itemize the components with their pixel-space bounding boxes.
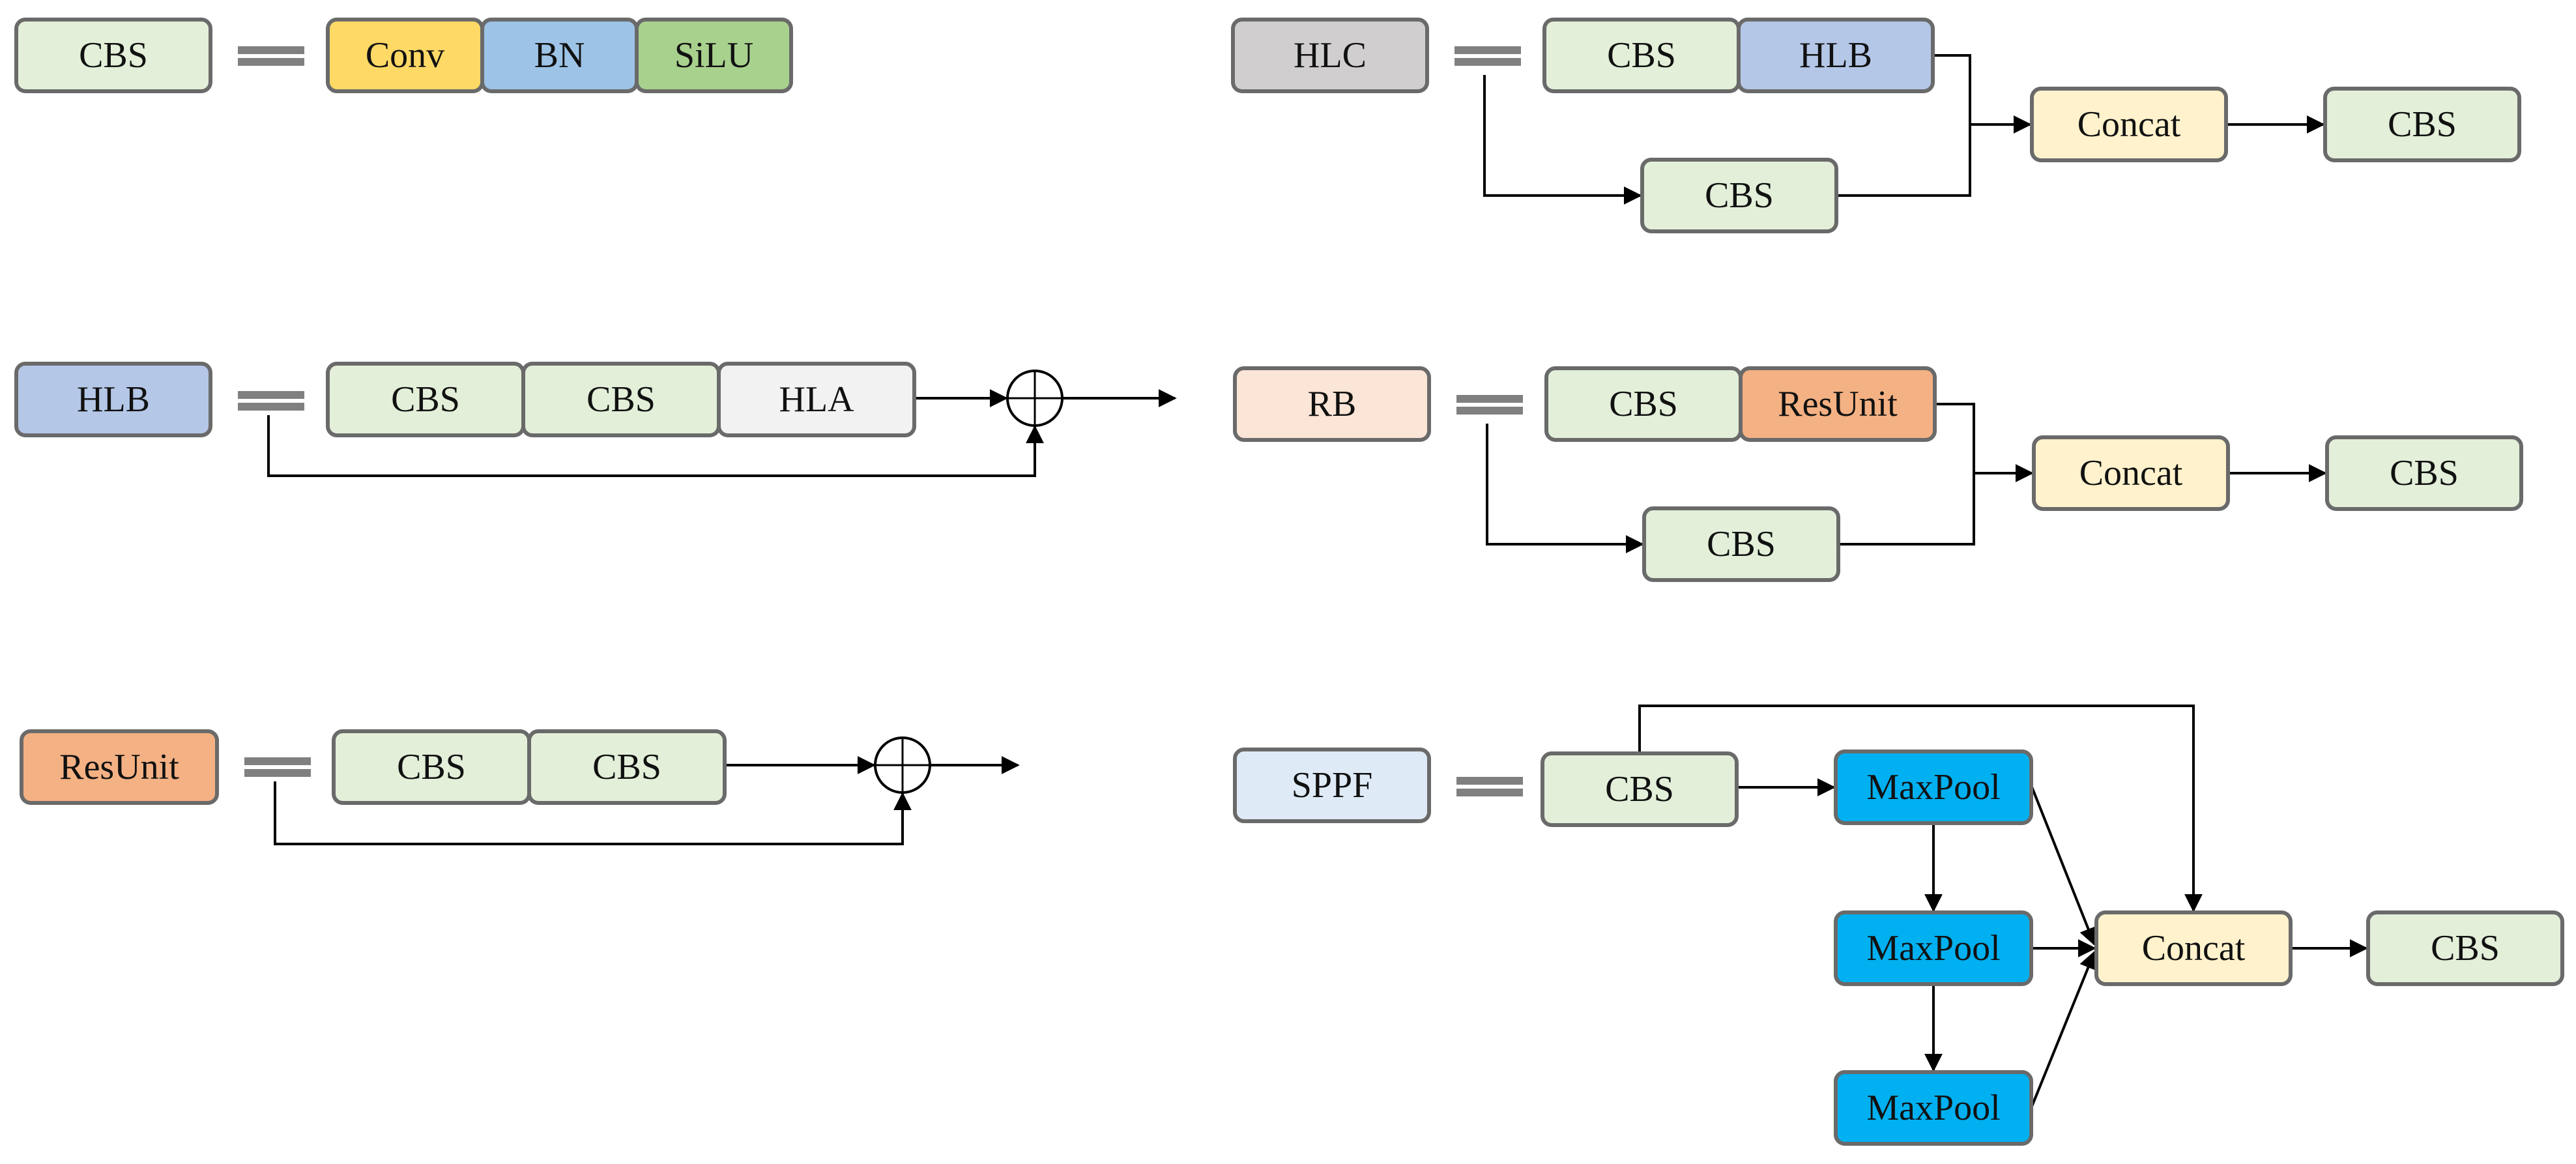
sppf-output-cbs-block-label: CBS <box>2431 928 2500 968</box>
hlb-definition-label: HLB <box>14 362 212 437</box>
hlc-output-cbs-block-label: CBS <box>2388 104 2457 145</box>
resunit-definition-label: ResUnit <box>20 729 219 805</box>
equals-sign-hlb <box>238 391 304 411</box>
hlb-hla-block-3-label: HLA <box>779 379 854 420</box>
rb-definition-label: RB <box>1233 366 1431 442</box>
rb-arrow-to-branch <box>1486 424 1644 553</box>
hlc-branch-cbs-block-label: CBS <box>1705 175 1774 216</box>
hlc-hlb-block: HLB <box>1737 18 1935 93</box>
connection-wires <box>267 54 2368 1109</box>
hlb-cbs-block-1-label: CBS <box>391 379 460 420</box>
hlb-cbs-block-2-label: CBS <box>586 379 656 420</box>
equals-sign-sppf <box>1456 777 1523 796</box>
resunit-definition-label-label: ResUnit <box>59 747 179 787</box>
resunit-cbs-block-2-label: CBS <box>592 747 661 787</box>
equals-sign-rb <box>1456 395 1523 415</box>
bn-block-label: BN <box>534 35 585 76</box>
silu-block: SiLU <box>635 18 793 93</box>
hlb-add-node <box>1006 370 1064 427</box>
rb-definition-label-label: RB <box>1308 384 1357 424</box>
conv-block: Conv <box>326 18 484 93</box>
rb-branch-cbs-block-label: CBS <box>1707 524 1776 564</box>
sppf-maxpool-block-1: MaxPool <box>1834 749 2033 825</box>
resunit-cbs-block-2: CBS <box>527 729 727 805</box>
hlb-cbs-block-2: CBS <box>521 362 721 437</box>
equals-sign-hlc <box>1454 46 1521 66</box>
cbs-definition-label-label: CBS <box>79 35 148 76</box>
sppf-arrow-maxpool-1-to-concat <box>2030 785 2097 946</box>
sppf-skip-arrow-to-concat <box>1638 705 2203 912</box>
hlc-definition-label-label: HLC <box>1294 35 1367 76</box>
sppf-maxpool-block-3: MaxPool <box>1834 1070 2033 1146</box>
rb-resunit-block-label: ResUnit <box>1778 384 1898 424</box>
sppf-input-cbs-block: CBS <box>1541 751 1739 827</box>
hlc-arrow-to-branch <box>1483 75 1642 205</box>
silu-block-label: SiLU <box>674 35 753 76</box>
hlb-definition-label-label: HLB <box>77 379 150 420</box>
sppf-input-cbs-block-label: CBS <box>1605 769 1674 809</box>
rb-concat-block-label: Concat <box>2079 453 2183 493</box>
rb-concat-block: Concat <box>2032 435 2230 511</box>
hlc-cbs-block: CBS <box>1542 18 1741 93</box>
sppf-concat-block-label: Concat <box>2142 928 2246 968</box>
conv-block-label: Conv <box>366 35 444 76</box>
resunit-add-node <box>874 736 931 794</box>
equals-sign-resunit <box>244 757 311 777</box>
sppf-output-cbs-block: CBS <box>2366 910 2564 986</box>
cbs-definition-label: CBS <box>14 18 212 93</box>
sppf-maxpool-block-1-label: MaxPool <box>1866 767 2000 808</box>
rb-output-cbs-block-label: CBS <box>2390 453 2459 493</box>
sppf-definition-label: SPPF <box>1233 748 1431 823</box>
hlb-cbs-block-1: CBS <box>326 362 525 437</box>
hlb-hla-block-3: HLA <box>717 362 916 437</box>
sppf-concat-block: Concat <box>2094 910 2293 986</box>
bn-block: BN <box>480 18 639 93</box>
hlc-concat-block: Concat <box>2030 87 2228 162</box>
resunit-cbs-block-1: CBS <box>332 729 531 805</box>
sppf-arrow-maxpool-3-to-concat <box>2030 950 2097 1109</box>
rb-branch-cbs-block: CBS <box>1642 506 1840 582</box>
resunit-cbs-block-1-label: CBS <box>397 747 466 787</box>
hlc-branch-cbs-block: CBS <box>1640 158 1838 233</box>
sppf-definition-label-label: SPPF <box>1292 765 1373 806</box>
hlc-concat-block-label: Concat <box>2077 104 2181 145</box>
hlc-definition-label: HLC <box>1231 18 1429 93</box>
hlc-hlb-block-label: HLB <box>1799 35 1872 76</box>
sppf-maxpool-block-2-label: MaxPool <box>1866 928 2000 968</box>
rb-cbs-block-label: CBS <box>1609 384 1678 424</box>
hlc-cbs-block-label: CBS <box>1607 35 1676 76</box>
hlb-residual-arrow <box>267 415 1044 477</box>
sppf-maxpool-block-3-label: MaxPool <box>1866 1088 2000 1128</box>
hlc-output-cbs-block: CBS <box>2323 87 2521 162</box>
sppf-maxpool-block-2: MaxPool <box>1834 910 2033 986</box>
resunit-residual-arrow <box>274 781 912 845</box>
rb-resunit-block: ResUnit <box>1739 366 1937 442</box>
rb-cbs-block: CBS <box>1544 366 1743 442</box>
equals-sign-cbs <box>238 46 304 66</box>
rb-output-cbs-block: CBS <box>2325 435 2523 511</box>
